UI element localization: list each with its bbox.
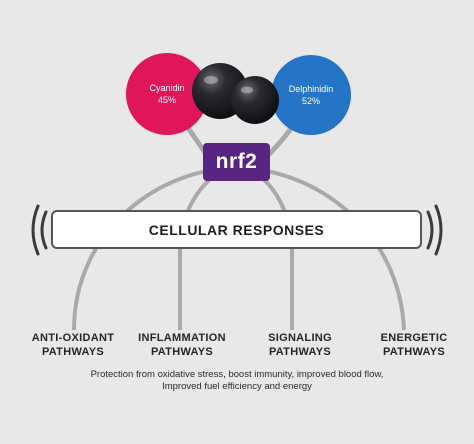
pathway-signaling: SIGNALING PATHWAYS: [250, 331, 350, 359]
cyanidin-percent: 45%: [157, 95, 176, 105]
berry-right: [231, 76, 279, 124]
pathway-energetic: ENERGETIC PATHWAYS: [364, 331, 464, 359]
pathway-label: SIGNALING: [268, 332, 332, 344]
nrf2-hub: nrf2: [203, 143, 270, 181]
pathway-anti-oxidant: ANTI-OXIDANT PATHWAYS: [14, 331, 132, 359]
vibration-right-inner: [426, 210, 434, 250]
benefits-caption: Protection from oxidative stress, boost …: [40, 369, 434, 393]
delphinidin-circle: Delphinidin 52%: [271, 55, 351, 135]
nrf2-label: nrf2: [215, 150, 258, 173]
vibration-right-outer: [434, 204, 443, 256]
pathway-label: PATHWAYS: [41, 346, 105, 358]
pathway-label: PATHWAYS: [268, 346, 332, 358]
cyanidin-name: Cyanidin: [149, 83, 185, 93]
pathway-label: PATHWAYS: [382, 346, 446, 358]
delphinidin-percent: 52%: [301, 96, 320, 106]
vibration-left-outer: [31, 204, 40, 256]
vibration-left-inner: [40, 210, 48, 250]
pathway-label: PATHWAYS: [150, 346, 214, 358]
delphinidin-name: Delphinidin: [288, 84, 334, 94]
pathway-inflammation: INFLAMMATION PATHWAYS: [126, 331, 238, 359]
pathway-label: ENERGETIC: [380, 332, 448, 344]
pathway-label: INFLAMMATION: [138, 332, 226, 344]
cellular-responses-label: CELLULAR RESPONSES: [148, 221, 325, 238]
caption-line: Protection from oxidative stress, boost …: [90, 369, 384, 380]
cellular-responses-box: CELLULAR RESPONSES: [51, 210, 422, 249]
pathway-label: ANTI-OXIDANT: [31, 332, 115, 344]
caption-line: Improved fuel efficiency and energy: [162, 381, 312, 392]
